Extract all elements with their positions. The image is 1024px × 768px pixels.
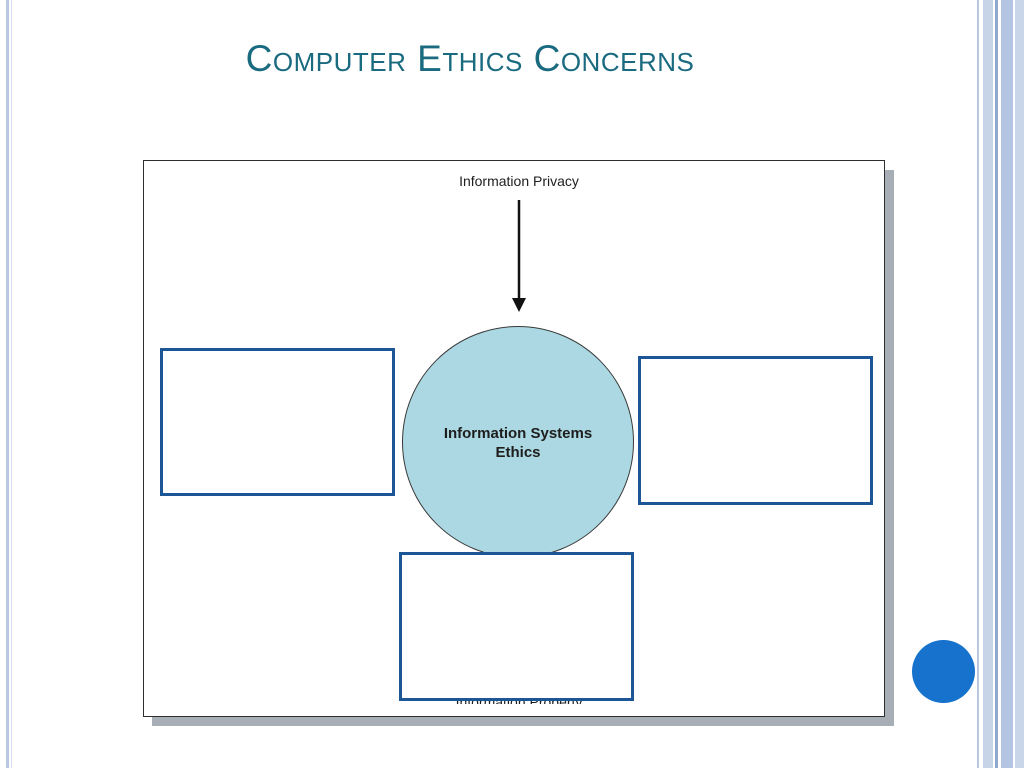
concern-box-bottom xyxy=(399,552,634,701)
slide-frame-right xyxy=(977,0,1024,768)
slide-indicator-dot xyxy=(912,640,975,703)
privacy-arrow xyxy=(512,200,526,312)
ethics-label-line1: Information Systems xyxy=(443,425,593,442)
slide-frame-left xyxy=(6,0,9,768)
slide-frame-left-inner xyxy=(11,0,12,768)
ethics-label-line2: Ethics xyxy=(495,444,541,461)
slide-title: Computer Ethics Concerns xyxy=(245,38,695,79)
concern-box-right xyxy=(638,356,873,505)
information-privacy-label: Information Privacy xyxy=(459,173,579,189)
ethics-circle xyxy=(402,326,634,558)
ethics-circle-label: Information Systems Ethics xyxy=(402,424,634,462)
concern-box-left xyxy=(160,348,395,496)
